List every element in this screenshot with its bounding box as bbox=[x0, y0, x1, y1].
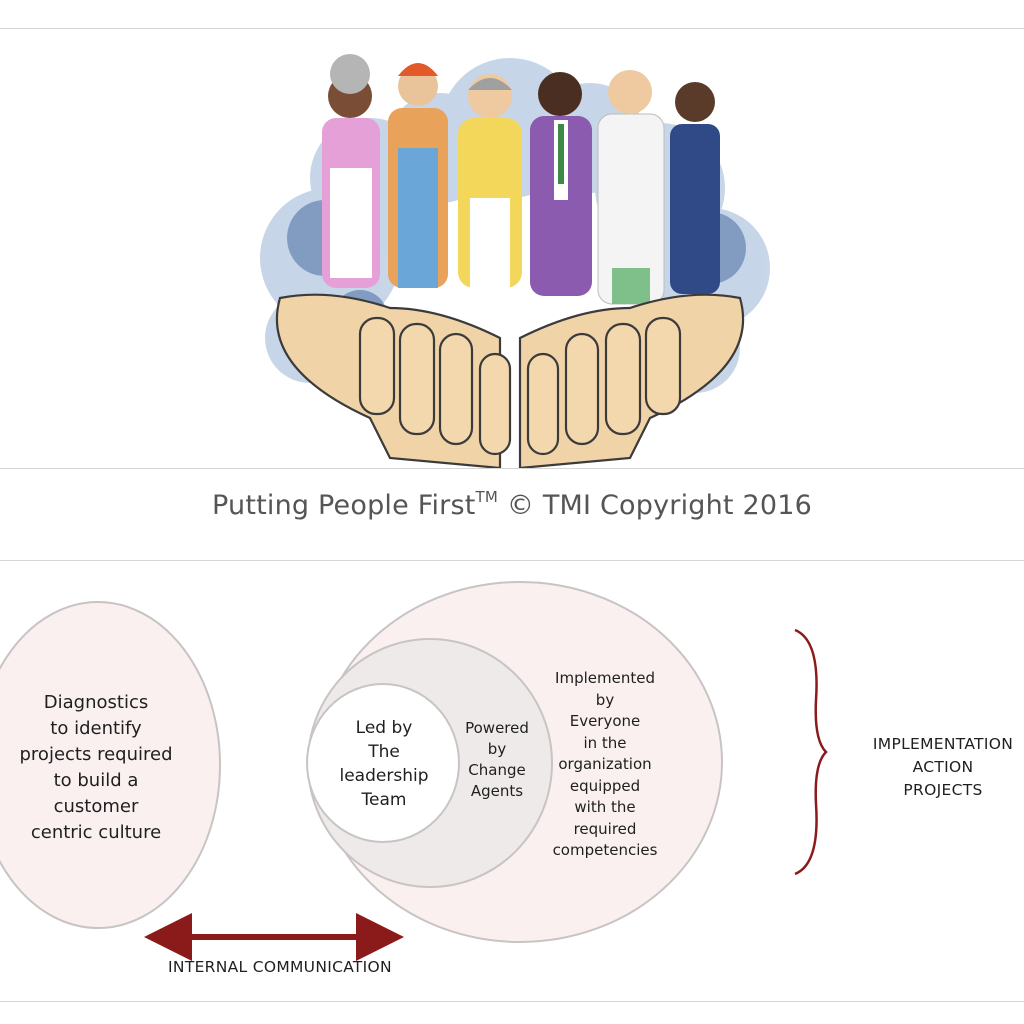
implementation-projects-label: IMPLEMENTATION ACTION PROJECTS bbox=[872, 735, 1014, 799]
people-group bbox=[322, 54, 720, 305]
open-hands bbox=[275, 293, 745, 468]
change-agents-label: Powered by Change Agents bbox=[465, 719, 529, 800]
leadership-circle bbox=[306, 683, 460, 843]
curly-brace-icon bbox=[794, 628, 828, 876]
trademark-mark: TM bbox=[475, 488, 499, 506]
internal-communication-label: INTERNAL COMMUNICATION bbox=[168, 958, 392, 976]
copyright-caption: Putting People FirstTM © TMI Copyright 2… bbox=[0, 488, 1024, 521]
diagnostics-circle bbox=[0, 601, 221, 929]
caption-copyright: © TMI Copyright 2016 bbox=[506, 490, 812, 521]
leadership-label: Led by The leadership Team bbox=[339, 718, 429, 810]
everyone-label: Implemented by Everyone in the organizat… bbox=[552, 669, 658, 859]
bottom-divider bbox=[0, 1001, 1024, 1002]
hand-holding-people-illustration bbox=[260, 54, 770, 468]
top-divider bbox=[0, 28, 1024, 29]
diagnostics-label: Diagnostics to identify projects require… bbox=[19, 692, 173, 843]
caption-bottom-divider bbox=[0, 560, 1024, 561]
implementation-diagram bbox=[0, 581, 828, 961]
caption-top-divider bbox=[0, 468, 1024, 469]
caption-title: Putting People First bbox=[212, 490, 476, 521]
